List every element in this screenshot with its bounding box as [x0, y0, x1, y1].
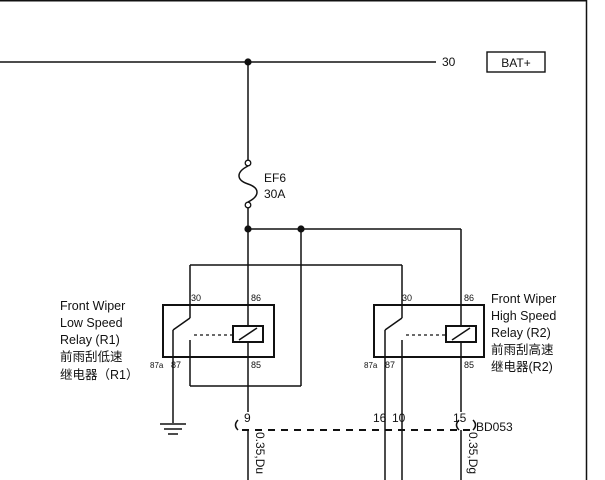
bat-tag-label: BAT+: [501, 56, 530, 70]
relay-high-label-line1: Front Wiper: [491, 292, 556, 306]
bat-tag-box: [486, 51, 546, 73]
connector-pin-10: 10: [392, 411, 406, 425]
relay-high-label-line3: Relay (R2): [491, 326, 551, 340]
connector-pin-15: 15: [453, 411, 467, 425]
connector-name: BD053: [476, 420, 513, 434]
relay-low-label-line1: Front Wiper: [60, 299, 125, 313]
relay-high-label-line5: 继电器(R2): [491, 360, 553, 374]
relay-high-pin-30: 30: [402, 293, 412, 303]
relay-low-pin-85: 85: [251, 360, 261, 370]
relay-high-pin-87: 87: [385, 360, 395, 370]
relay-high-label-line2: High Speed: [491, 309, 556, 323]
relay-low-pin-87a: 87a: [150, 361, 164, 370]
fuse-symbol: [238, 159, 258, 209]
relay-low-label-line2: Low Speed: [60, 316, 123, 330]
fuse-rating: 30A: [264, 187, 285, 201]
fuse-name: EF6: [264, 171, 286, 185]
supply-pin-label: 30: [442, 55, 456, 69]
connector-bracket: [234, 419, 477, 431]
wire-label-right: 0.35,Dg: [466, 432, 480, 474]
relay-high-pin-86: 86: [464, 293, 474, 303]
relay-high-pin-87a: 87a: [364, 361, 378, 370]
relay-high-speed: [373, 304, 485, 358]
relay-low-label-line4: 前雨刮低速: [60, 349, 123, 364]
relay-low-pin-87: 87: [171, 360, 181, 370]
wire-label-left: 0.35,Du: [253, 432, 267, 474]
relay-high-pin-85: 85: [464, 360, 474, 370]
relay-low-pin-30: 30: [191, 293, 201, 303]
relay-low-label-line3: Relay (R1): [60, 333, 120, 347]
ground-symbol: [160, 423, 186, 435]
relay-low-label-line5: 继电器（R1）: [60, 368, 138, 382]
relay-high-label-line4: 前雨刮高速: [491, 342, 554, 357]
connector-pin-9: 9: [244, 411, 251, 425]
connector-pin-16: 16: [373, 411, 387, 425]
relay-low-pin-86: 86: [251, 293, 261, 303]
relay-low-speed: [162, 304, 275, 358]
